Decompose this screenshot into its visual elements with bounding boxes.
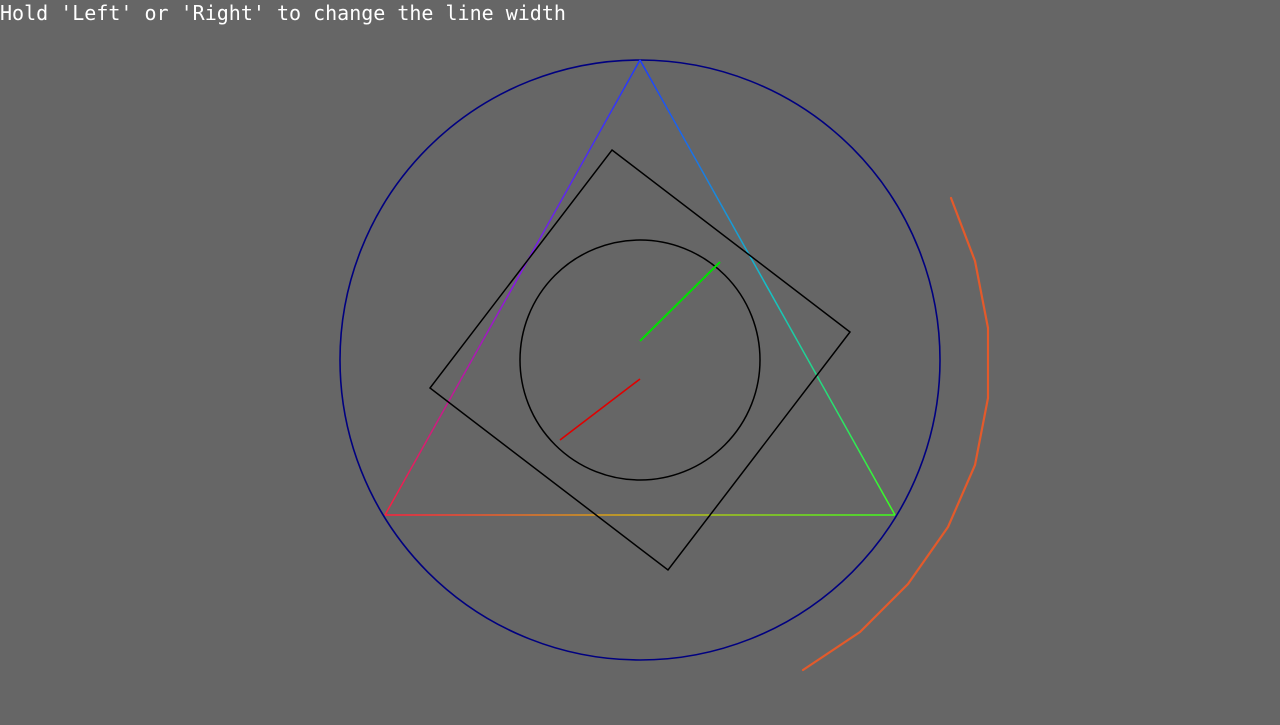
rotated-square	[428, 148, 852, 572]
inner-circle	[519, 239, 761, 481]
triangle-right-edge	[639, 59, 896, 516]
instruction-text: Hold 'Left' or 'Right' to change the lin…	[0, 1, 566, 25]
orange-arc-segment	[801, 196, 990, 672]
outer-circle	[339, 59, 941, 661]
green-hand-line	[639, 261, 721, 342]
triangle-left-edge	[384, 59, 641, 516]
red-hand-line	[559, 378, 641, 441]
